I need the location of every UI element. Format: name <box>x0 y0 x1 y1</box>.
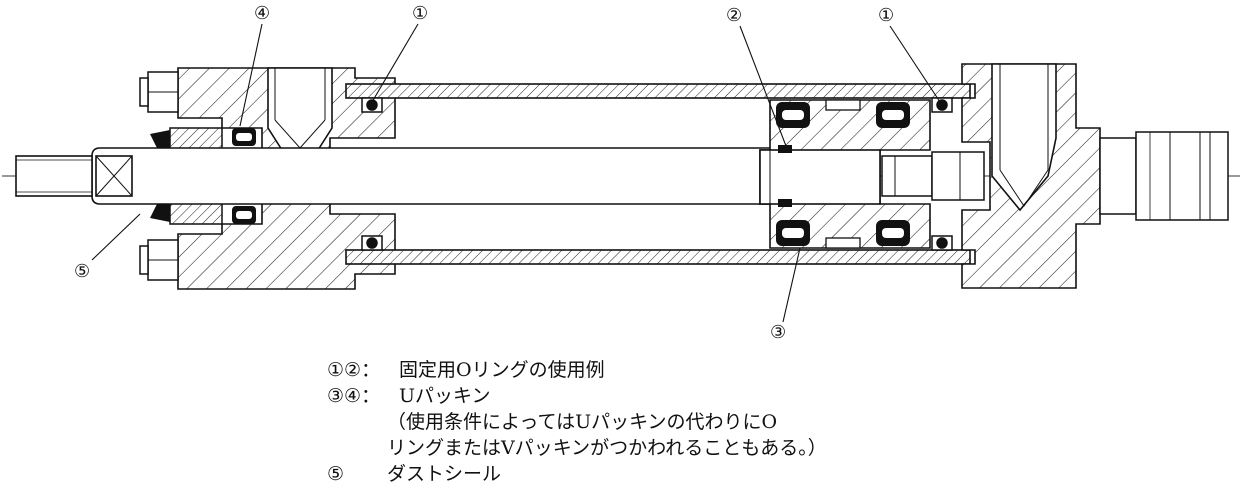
legend-note-line-2: リングまたはVパッキンがつかわれることもある。） <box>387 437 827 459</box>
o-ring-piston-rod <box>778 145 792 207</box>
tie-rod-nut-bottom <box>139 239 179 281</box>
legend-text-1-2: 固定用Oリングの使用例 <box>399 359 605 381</box>
o-ring-tube-seal <box>361 97 953 251</box>
legend-key-5: ⑤ <box>327 463 345 485</box>
callout-5: ⑤ <box>74 261 91 282</box>
callout-4: ④ <box>254 3 271 24</box>
leader-lines <box>91 23 941 323</box>
callout-2: ② <box>726 5 743 26</box>
head-cover <box>961 63 1101 289</box>
rear-mount <box>1099 131 1229 221</box>
tie-rod-nut-top <box>139 71 179 113</box>
legend-row-4: リングまたはVパッキンがつかわれることもある。） <box>327 435 827 461</box>
callout-1-right: ① <box>878 5 895 26</box>
dust-seal <box>150 130 170 222</box>
legend-text-5: ダストシール <box>387 463 502 485</box>
legend: ①②： 固定用Oリングの使用例 ③④： Uパッキン （使用条件によってはUパッキンの… <box>327 357 827 487</box>
legend-key-3-4: ③④： <box>327 385 381 407</box>
legend-text-3-4: Uパッキン <box>399 385 491 407</box>
rod-cover <box>177 67 396 290</box>
legend-row-3: （使用条件によってはUパッキンの代わりにO <box>327 409 827 435</box>
legend-key-1-2: ①②： <box>327 359 381 381</box>
piston-rod <box>15 147 771 205</box>
callout-3: ③ <box>770 322 787 343</box>
piston-nut <box>881 151 985 201</box>
piston <box>759 99 931 249</box>
u-packing-piston <box>776 102 910 246</box>
legend-note-line-1: （使用条件によってはUパッキンの代わりにO <box>387 411 778 433</box>
legend-row-2: ③④： Uパッキン <box>327 383 827 409</box>
u-packing-rod <box>232 128 256 224</box>
wear-ring <box>825 99 861 249</box>
legend-row-1: ①②： 固定用Oリングの使用例 <box>327 357 827 383</box>
callout-1-left: ① <box>412 3 429 24</box>
legend-row-5: ⑤ ダストシール <box>327 461 827 487</box>
cylinder-tube <box>345 83 971 265</box>
